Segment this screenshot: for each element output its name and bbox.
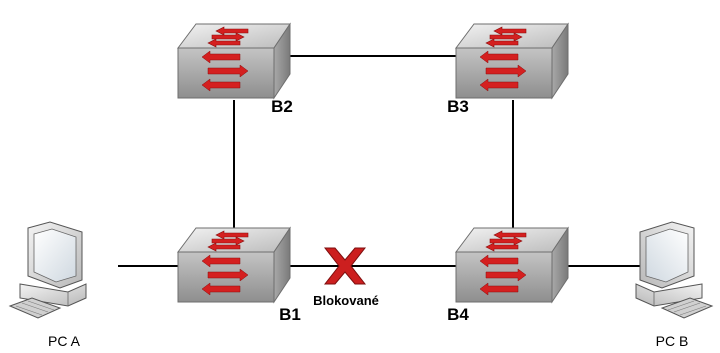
switch-b2-icon [177, 23, 291, 99]
switch-b3-label: B3 [447, 97, 469, 116]
pc-a-label: PC A [48, 333, 81, 349]
switch-b4-label: B4 [447, 305, 469, 324]
blocked-x-icon [323, 247, 367, 285]
switch-b3-icon [455, 23, 569, 99]
pc-b-icon [635, 221, 713, 319]
switch-b2-label: B2 [271, 97, 293, 116]
switch-b1-icon [177, 227, 291, 303]
switch-b4-icon [455, 227, 569, 303]
switch-b1-label: B1 [279, 305, 301, 324]
pc-a-icon [9, 221, 87, 319]
pc-b-label: PC B [656, 333, 689, 349]
blocked-link-label: Blokované [313, 293, 379, 308]
